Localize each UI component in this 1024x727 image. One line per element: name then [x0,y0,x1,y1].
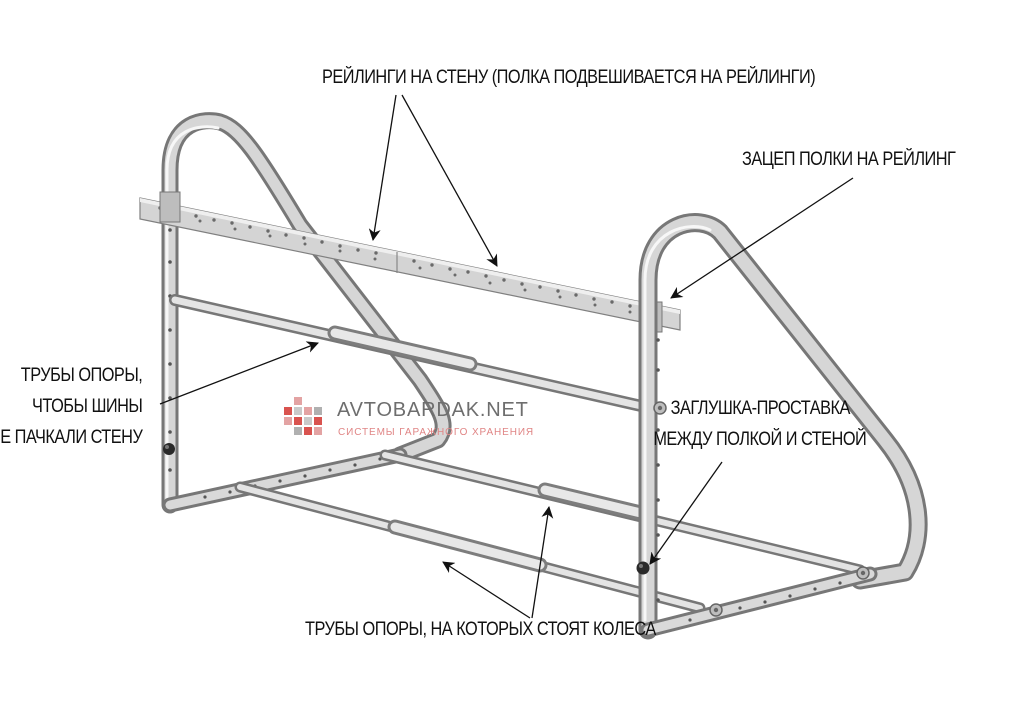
upper-crossbar [169,294,656,414]
label-spacer: ЗАГЛУШКА-ПРОСТАВКА МЕЖДУ ПОЛКОЙ И СТЕНОЙ [654,393,867,455]
arrow-hook [670,177,854,299]
right-frame [636,213,928,640]
arrow-spacer [649,461,723,565]
label-wall-pipes-line-1: ТРУБЫ ОПОРЫ, [20,365,142,386]
label-spacer-line-1: ЗАГЛУШКА-ПРОСТАВКА [670,398,850,419]
callout-arrows [159,94,854,619]
label-rails: РЕЙЛИНГИ НА СТЕНУ (ПОЛКА ПОДВЕШИВАЕТСЯ Н… [322,67,816,88]
label-spacer-line-2: МЕЖДУ ПОЛКОЙ И СТЕНОЙ [653,429,867,450]
arrow-wheel-pipes-right [531,506,554,619]
arrow-wheel-pipes-left [442,561,531,619]
lower-bars [234,449,866,614]
label-wall-pipes: ТРУБЫ ОПОРЫ, ЧТОБЫ ШИНЫ НЕ ПАЧКАЛИ СТЕНУ [0,360,143,453]
left-frame [161,112,452,514]
label-wall-pipes-line-3: НЕ ПАЧКАЛИ СТЕНУ [0,427,143,448]
label-wall-pipes-line-2: ЧТОБЫ ШИНЫ [31,396,143,417]
brand-name: AVTOBARDAK.NET [337,399,529,421]
label-wheel-pipes: ТРУБЫ ОПОРЫ, НА КОТОРЫХ СТОЯТ КОЛЕСА [305,619,656,640]
arrow-wall-pipes [159,341,319,405]
arrow-rails-left [368,94,397,241]
arrow-rails-right [401,94,498,267]
watermark-logo: AVTOBARDAK.NET СИСТЕМЫ ГАРАЖНОГО ХРАНЕНИ… [284,397,544,442]
brand-tagline: СИСТЕМЫ ГАРАЖНОГО ХРАНЕНИЯ [338,427,535,438]
brand-mosaic-icon [284,397,322,435]
label-hook: ЗАЦЕП ПОЛКИ НА РЕЙЛИНГ [742,149,956,170]
